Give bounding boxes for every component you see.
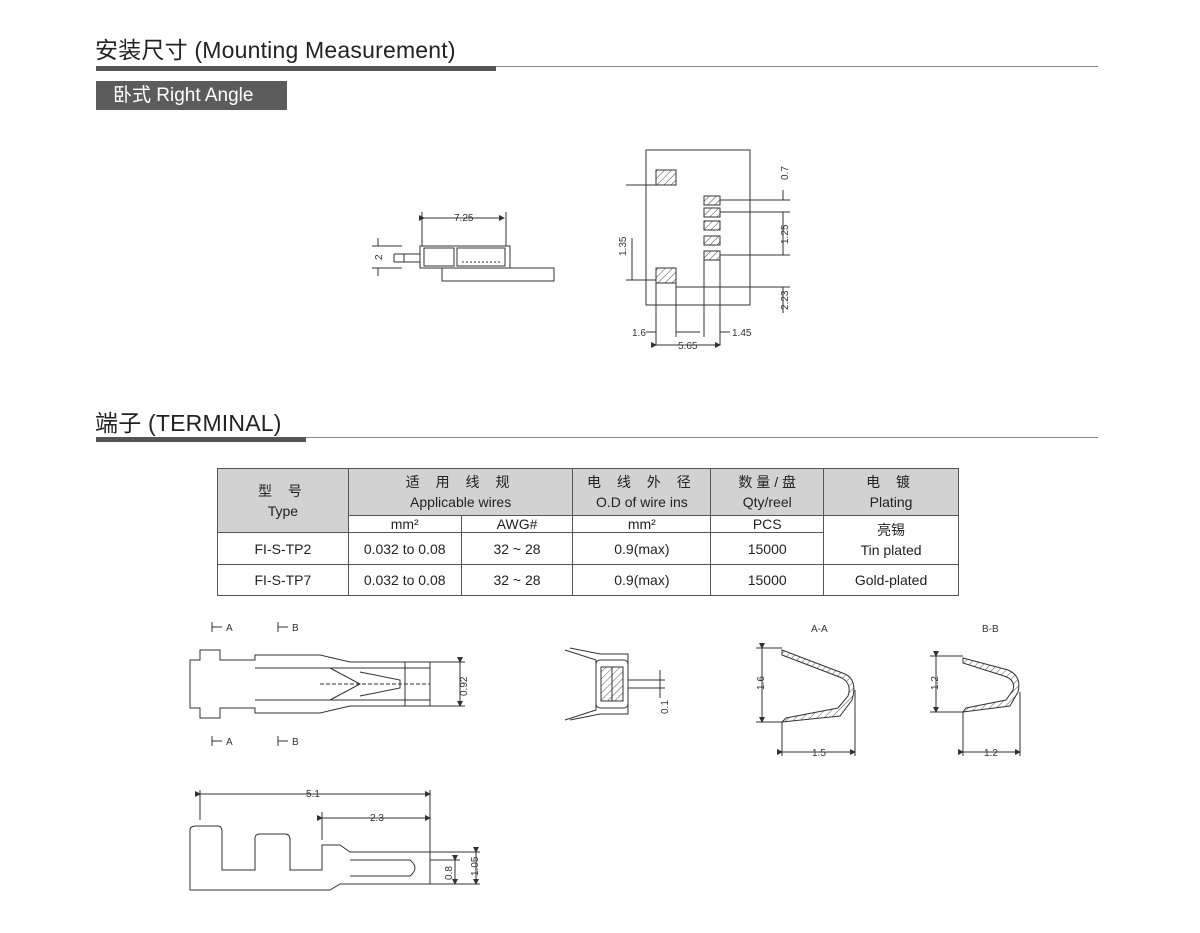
unit-awg: AWG#	[460, 515, 574, 533]
cell-od: 0.9(max)	[572, 564, 712, 596]
table-row: FI-S-TP7 0.032 to 0.08 32 ~ 28 0.9(max) …	[217, 564, 959, 596]
dim-2-23: 2.23	[780, 290, 791, 310]
dim-2-3: 2.3	[370, 813, 384, 824]
mounting-rule	[96, 66, 1098, 67]
cell-od: 0.9(max)	[572, 532, 712, 565]
dim-0-1: 0.1	[660, 700, 671, 714]
section-b-b: B-B	[982, 624, 999, 635]
sec-a-bottom-1: A	[226, 737, 233, 748]
dim-7-25: 7.25	[454, 213, 474, 224]
dim-0-7: 0.7	[780, 166, 791, 180]
cell-type: FI-S-TP2	[217, 532, 349, 565]
dim-aa-w: 1.5	[812, 748, 826, 759]
dim-0-92: 0.92	[459, 676, 470, 696]
dim-1-35: 1.35	[618, 236, 629, 256]
dim-bb-w: 1.2	[984, 748, 998, 759]
terminal-title: 端子 (TERMINAL)	[95, 410, 282, 436]
dim-1-05: 1.05	[470, 856, 481, 876]
sec-a-top-1: A	[226, 623, 233, 634]
unit-mm2-od: mm²	[572, 515, 712, 533]
cell-qty: 15000	[710, 564, 825, 596]
dim-1-6: 1.6	[632, 328, 646, 339]
dim-1-45: 1.45	[732, 328, 752, 339]
cell-awg: 32 ~ 28	[460, 564, 574, 596]
dim-1-25: 1.25	[780, 224, 791, 244]
dim-2: 2	[374, 254, 385, 260]
sec-b-bottom-1: B	[292, 737, 299, 748]
cell-awg: 32 ~ 28	[460, 532, 574, 565]
cell-plating: Gold-plated	[823, 564, 959, 596]
unit-mm2: mm²	[347, 515, 462, 533]
terminal-drawing: A B A B 0.92 0.1 A-A B-B 1.6 1.5 1.2 1.2…	[189, 622, 1021, 891]
dim-0-8: 0.8	[444, 866, 455, 880]
dim-5-65: 5.65	[678, 341, 698, 352]
terminal-rule-bar	[96, 437, 306, 442]
cell-qty: 15000	[710, 532, 825, 565]
mounting-drawing: 7.25 2 0.7 1.25 2.23 1.35 1.6 1.45 5.65	[372, 149, 791, 352]
sec-b-top-1: B	[292, 623, 299, 634]
mounting-rule-bar	[96, 66, 496, 71]
cell-mm2: 0.032 to 0.08	[347, 532, 462, 565]
mounting-title: 安装尺寸 (Mounting Measurement)	[95, 37, 456, 63]
dim-aa-h: 1.6	[756, 676, 767, 690]
cell-mm2: 0.032 to 0.08	[347, 564, 462, 596]
right-angle-tag: 卧式 Right Angle	[96, 81, 287, 110]
cell-type: FI-S-TP7	[217, 564, 349, 596]
dim-5-1: 5.1	[306, 789, 320, 800]
dim-bb-h: 1.2	[930, 676, 941, 690]
unit-pcs: PCS	[710, 515, 825, 533]
terminal-rule	[96, 437, 1098, 438]
section-a-a: A-A	[811, 624, 828, 635]
